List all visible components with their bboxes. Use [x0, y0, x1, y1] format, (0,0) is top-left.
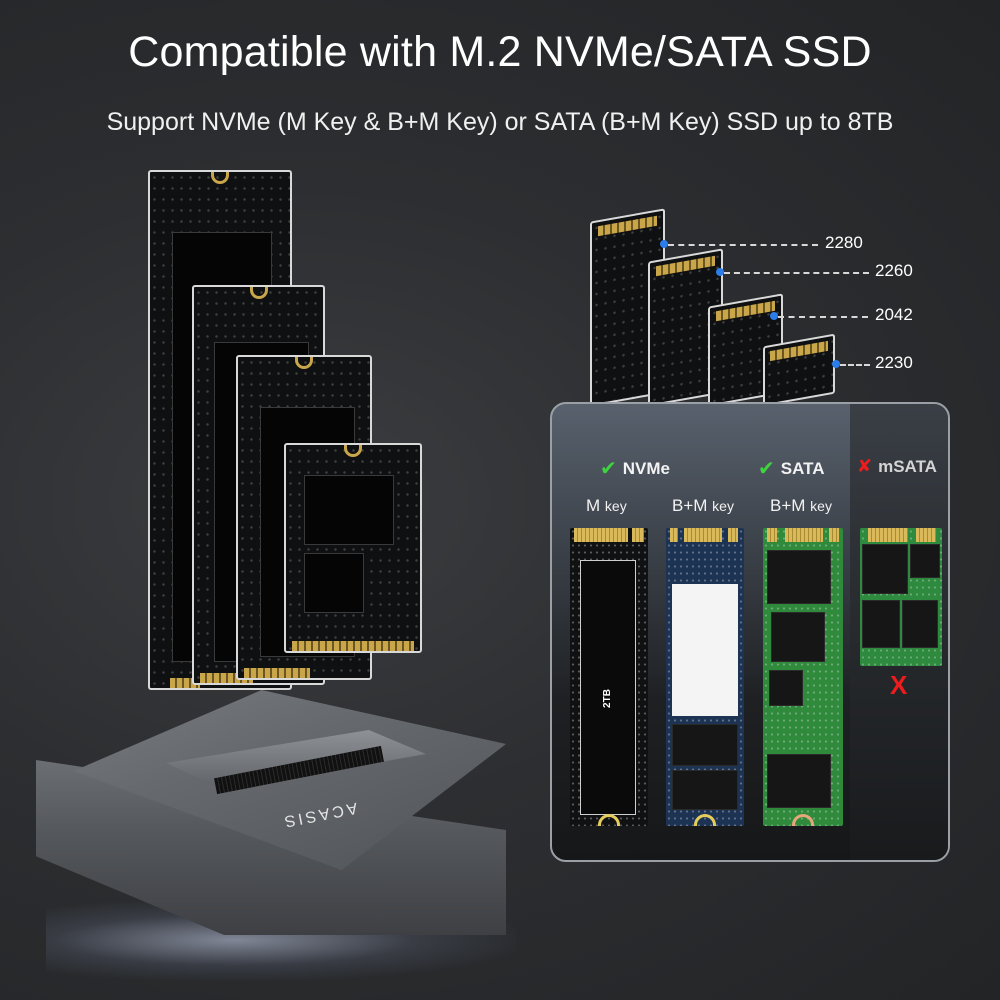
- leader-line: [668, 244, 818, 246]
- header-msata: ✘ mSATA: [857, 456, 937, 476]
- connector-dot-icon: [660, 240, 668, 248]
- leader-line: [778, 316, 868, 318]
- page-title: Compatible with M.2 NVMe/SATA SSD: [128, 28, 872, 76]
- check-icon: ✔: [600, 458, 617, 480]
- leader-line: [724, 272, 869, 274]
- key-label-bm-nvme: B+M key: [672, 496, 734, 515]
- header-nvme: ✔ NVMe: [600, 458, 670, 480]
- connector-dot-icon: [716, 268, 724, 276]
- size-label-2230: 2230: [875, 353, 913, 372]
- nvme-m-key-ssd: 2TB: [570, 528, 648, 826]
- leader-line: [840, 364, 870, 366]
- connector-dot-icon: [832, 360, 840, 368]
- header-sata: ✔ SATA: [758, 458, 825, 480]
- key-label-m: M key: [586, 496, 627, 515]
- size-label-2042: 2042: [875, 305, 913, 324]
- size-label-2280: 2280: [825, 233, 863, 252]
- capacity-label: 2TB: [601, 689, 613, 708]
- size-label-2260: 2260: [875, 261, 913, 280]
- ssd-board-2230-left: [284, 443, 422, 653]
- connector-dot-icon: [770, 312, 778, 320]
- nvme-bm-key-ssd: [666, 528, 744, 826]
- page-subtitle: Support NVMe (M Key & B+M Key) or SATA (…: [106, 108, 894, 136]
- ssd-board-2230: [763, 333, 835, 407]
- key-label-bm-sata: B+M key: [770, 496, 832, 515]
- check-icon: ✔: [758, 458, 775, 480]
- ssd-enclosure: ACASIS: [36, 690, 516, 980]
- compatibility-panel: ✔ NVMe ✔ SATA ✘ mSATA M key B+M key B+M …: [550, 402, 950, 862]
- msata-ssd: [860, 528, 942, 666]
- cross-icon: ✘: [857, 456, 873, 476]
- unsupported-cross-icon: X: [890, 670, 908, 700]
- sata-bm-key-ssd: [763, 528, 843, 826]
